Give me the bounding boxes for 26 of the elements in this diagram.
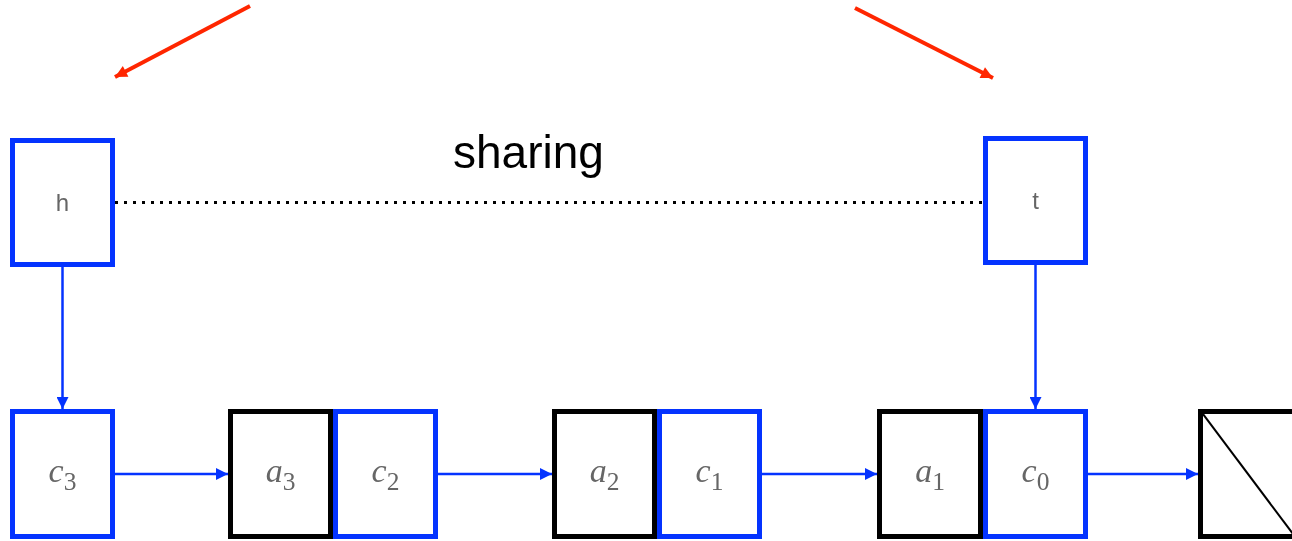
cell-text: a$_{2}$ bbox=[589, 451, 620, 497]
arrow bbox=[762, 468, 877, 480]
list-cell bbox=[333, 409, 438, 539]
arrow bbox=[1088, 468, 1198, 480]
arrow bbox=[56, 267, 69, 409]
list-cell bbox=[877, 409, 983, 539]
arrow bbox=[1029, 265, 1042, 409]
list-cell bbox=[10, 138, 115, 267]
cell-text: c$_{2}$ bbox=[371, 451, 400, 497]
cell-text: c$_{1}$ bbox=[695, 451, 724, 497]
arrow bbox=[438, 468, 552, 480]
cell-text: c$_{3}$ bbox=[48, 451, 77, 497]
cell-text: a$_{1}$ bbox=[915, 451, 945, 497]
arrow bbox=[115, 468, 228, 480]
cell-text: t bbox=[1032, 186, 1039, 215]
cell-text: c$_{0}$ bbox=[1021, 451, 1050, 497]
cell-text: a$_{3}$ bbox=[265, 451, 296, 497]
list-cell bbox=[983, 136, 1088, 265]
cell-text: h bbox=[55, 188, 70, 217]
list-cell bbox=[552, 409, 657, 539]
list-cell bbox=[228, 409, 333, 539]
list-cell bbox=[983, 409, 1088, 539]
null-pointer-box bbox=[1198, 409, 1292, 539]
dotted-line bbox=[115, 201, 983, 204]
list-cell bbox=[657, 409, 762, 539]
list-cell bbox=[10, 409, 115, 539]
